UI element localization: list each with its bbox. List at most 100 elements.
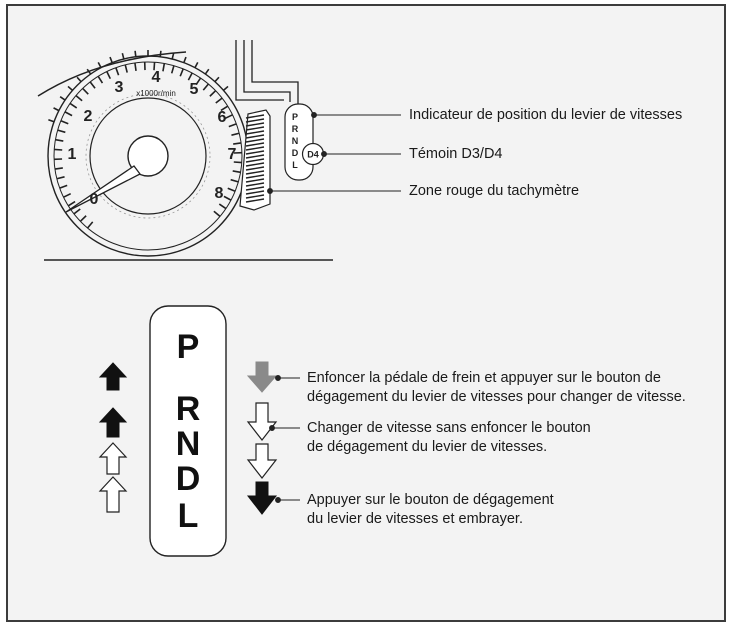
gauge-tick xyxy=(73,208,81,215)
legend-free-line-2: de dégagement du levier de vitesses. xyxy=(307,439,548,455)
dashboard-outline-line-c xyxy=(251,40,299,106)
gauge-tick xyxy=(187,72,193,81)
up-arrow-dark-icon xyxy=(98,407,128,438)
dashboard-outline-line-b xyxy=(243,40,291,102)
gauge-tick xyxy=(202,83,210,91)
red-zone-stripe xyxy=(245,166,265,171)
gauge-hub xyxy=(127,135,169,177)
gauge-tick xyxy=(232,170,241,174)
down-arrow-dark-icon xyxy=(246,481,278,515)
red-zone-stripe xyxy=(245,182,265,187)
legend-arrows xyxy=(246,361,300,515)
gauge-unit-label: x1000r/min xyxy=(136,89,176,98)
red-zone-stripe xyxy=(245,118,265,123)
gear-indicator-d: D xyxy=(292,148,299,158)
diagram-canvas: 0 1 2 3 4 5 6 7 8 x1000r/min P R N D L xyxy=(37,40,401,557)
leader-dot-position xyxy=(311,112,317,118)
gauge-bezel-tick xyxy=(194,62,199,69)
gauge-tick xyxy=(233,161,242,164)
callout-red-zone: Zone rouge du tachymètre xyxy=(409,183,580,199)
gauge-numeral-8: 8 xyxy=(215,185,224,202)
gauge-numeral-1: 1 xyxy=(68,146,77,163)
gauge-tick xyxy=(230,178,239,183)
gauge-numeral-2: 2 xyxy=(84,108,93,125)
leader-dot-d3d4 xyxy=(321,151,327,157)
gear-indicator-r: R xyxy=(292,124,299,134)
gauge-tick xyxy=(162,63,166,72)
gauge-tick xyxy=(54,148,63,151)
gauge-tick xyxy=(106,71,112,80)
dashboard-outline-line-a xyxy=(235,40,284,101)
gauge-tick xyxy=(79,215,87,222)
gauge-tick xyxy=(86,221,94,229)
gauge-bezel-tick xyxy=(59,96,66,101)
callout-d3-d4: Témoin D3/D4 xyxy=(409,146,503,162)
gauge-tick xyxy=(69,102,78,109)
gauge-tick xyxy=(179,68,184,77)
gauge-bezel-tick xyxy=(159,50,162,57)
red-zone-stripe xyxy=(245,190,265,195)
red-zone-stripe xyxy=(245,154,265,159)
gauge-tick xyxy=(228,123,237,128)
red-zone-stripe xyxy=(245,114,265,119)
down-arrow-outline-icon xyxy=(246,402,278,441)
gauge-bezel-tick xyxy=(53,107,60,112)
gauge-tick xyxy=(233,142,242,145)
shift-gate-plate xyxy=(149,305,227,557)
gauge-tick xyxy=(82,87,89,95)
red-zone-stripe xyxy=(245,150,265,155)
gauge-tick xyxy=(153,62,156,71)
red-zone-stripe xyxy=(245,122,265,127)
legend-dot-release xyxy=(275,497,281,503)
gauge-numeral-4: 4 xyxy=(152,69,161,86)
gauge-tick xyxy=(170,65,175,74)
red-zone-stripe xyxy=(245,178,265,183)
down-arrow-outline-icon xyxy=(246,443,278,479)
gauge-tick xyxy=(223,195,232,201)
gauge-tick xyxy=(209,90,217,97)
gear-indicator-l: L xyxy=(292,160,298,170)
red-zone-stripe xyxy=(245,146,265,151)
legend-dot-brake xyxy=(275,375,281,381)
gauge-tick xyxy=(57,129,66,134)
gear-indicator-pill xyxy=(284,103,314,181)
gauge-bezel-tick xyxy=(86,68,92,75)
red-zone-stripe xyxy=(245,170,265,175)
gauge-tick xyxy=(59,184,68,189)
gauge-tick xyxy=(218,203,227,210)
legend-release-line-1: Appuyer sur le bouton de dégagement xyxy=(307,492,554,508)
gauge-bezel-tick xyxy=(183,56,187,63)
red-zone-stripe xyxy=(245,138,265,143)
gauge-bezel-tick xyxy=(76,76,82,83)
legend-free-line-1: Changer de vitesse sans enfoncer le bout… xyxy=(307,420,591,436)
gauge-numeral-6: 6 xyxy=(218,109,227,126)
gauge-tick xyxy=(63,192,72,198)
gauge-bezel-tick xyxy=(214,76,220,83)
tachometer: 0 1 2 3 4 5 6 7 8 x1000r/min P R N D L xyxy=(37,40,401,261)
red-zone-stripe xyxy=(245,130,265,135)
gauge-tick xyxy=(75,94,83,102)
gauge-tick xyxy=(231,132,240,136)
gauge-bezel-tick xyxy=(171,52,175,60)
gear-indicator-n: N xyxy=(292,136,299,146)
gauge-tick xyxy=(215,97,223,104)
gauge-tick xyxy=(56,176,65,180)
gauge-tick xyxy=(60,120,69,125)
legend-brake-line-2: dégagement du levier de vitesses pour ch… xyxy=(307,389,686,405)
up-arrow-outline-icon xyxy=(98,476,128,513)
diagram-frame: 0 1 2 3 4 5 6 7 8 x1000r/min P R N D L xyxy=(6,4,726,622)
shift-gate: P R N D L xyxy=(149,305,227,557)
gauge-numeral-3: 3 xyxy=(115,79,124,96)
down-arrow-grey-icon xyxy=(246,361,278,393)
gate-letter-r: R xyxy=(176,390,201,428)
legend-dot-free xyxy=(269,425,275,431)
gauge-tick xyxy=(224,114,233,120)
up-arrow-outline-icon xyxy=(98,442,128,475)
gate-letter-l: L xyxy=(178,497,199,535)
gauge-tick xyxy=(213,210,221,218)
d4-badge-label: D4 xyxy=(307,150,319,160)
leader-dot-redzone xyxy=(267,188,273,194)
gauge-minor-scale xyxy=(85,93,211,219)
gauge-numeral-7: 7 xyxy=(228,146,237,163)
red-zone-stripe xyxy=(245,126,265,131)
